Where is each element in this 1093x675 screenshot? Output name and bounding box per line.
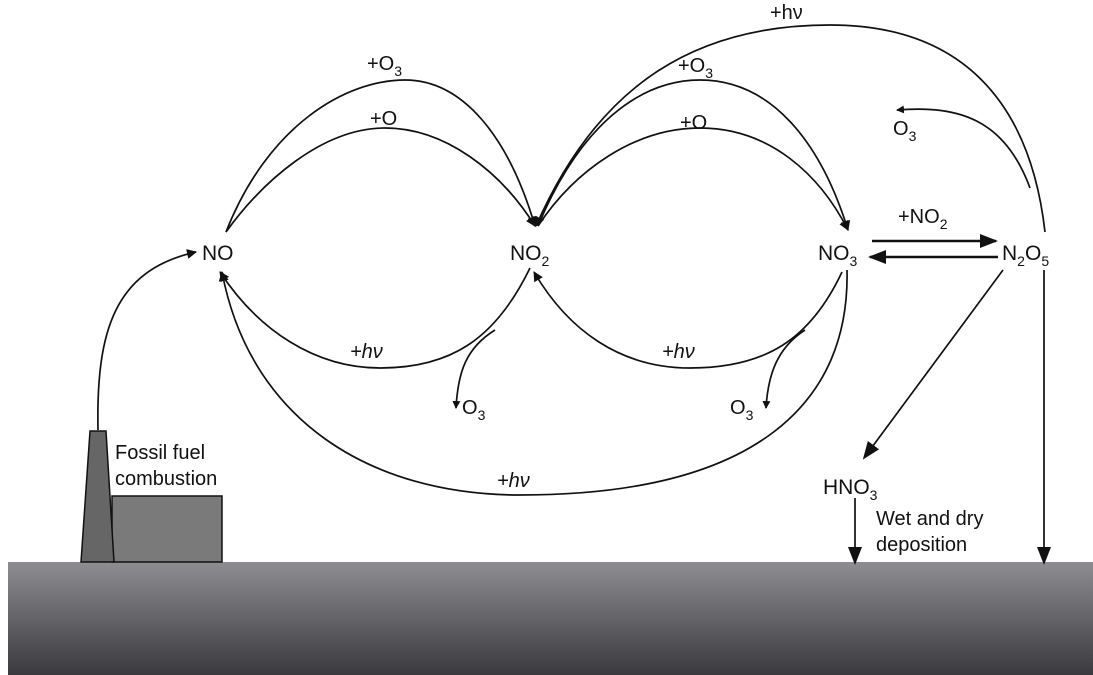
arrow-no-to-no2-o bbox=[225, 127, 536, 233]
label-plus-o-right: +O bbox=[680, 112, 707, 134]
arrow-n2o5-to-no2-hv bbox=[535, 24, 1046, 233]
arrow-no-to-no2-o3 bbox=[225, 79, 538, 233]
label-n2o5: N2O5 bbox=[1002, 242, 1049, 269]
label-plus-o-left: +O bbox=[370, 108, 397, 130]
arrow-no3-to-no-hv bbox=[218, 269, 848, 496]
label-plus-hv-left: +hν bbox=[350, 341, 383, 363]
label-no2: NO2 bbox=[510, 242, 550, 269]
label-wet-and-dry: Wet and dry bbox=[876, 508, 983, 530]
label-plus-o3-left: +O3 bbox=[367, 53, 402, 79]
label-no3: NO3 bbox=[818, 242, 858, 269]
label-fossil-fuel: Fossil fuel bbox=[115, 442, 205, 464]
arrow-no2-to-no-hv bbox=[219, 267, 531, 369]
label-plus-o3-right: +O3 bbox=[678, 55, 713, 81]
arrow-n2o5-o3-branch bbox=[896, 105, 1031, 189]
label-plus-hv-top: +hν bbox=[770, 2, 803, 24]
label-o3-no2: O3 bbox=[462, 397, 486, 423]
factory-building bbox=[111, 495, 223, 563]
arrow-no3-o3-branch bbox=[762, 329, 806, 409]
arrow-no2-to-no3-o bbox=[537, 127, 849, 231]
emission-arrow bbox=[97, 249, 197, 431]
label-hno3: HNO3 bbox=[823, 476, 878, 503]
label-plus-hv-bottom: +hν bbox=[497, 470, 530, 492]
label-deposition: deposition bbox=[876, 534, 967, 556]
label-o3-n2o5: O3 bbox=[893, 118, 917, 144]
label-plus-no2: +NO2 bbox=[898, 206, 948, 232]
label-no: NO bbox=[202, 242, 234, 265]
label-o3-no3: O3 bbox=[730, 397, 754, 423]
label-combustion: combustion bbox=[115, 468, 217, 490]
arrow-no2-to-no3-o3 bbox=[537, 79, 851, 231]
arrow-n2o5-to-hno3 bbox=[862, 269, 1004, 460]
ground bbox=[8, 562, 1093, 675]
label-plus-hv-right: +hν bbox=[662, 341, 695, 363]
smokestack bbox=[80, 430, 115, 563]
arrow-no3-to-no2-hv bbox=[533, 271, 843, 369]
arrow-no2-o3-branch bbox=[452, 329, 496, 409]
